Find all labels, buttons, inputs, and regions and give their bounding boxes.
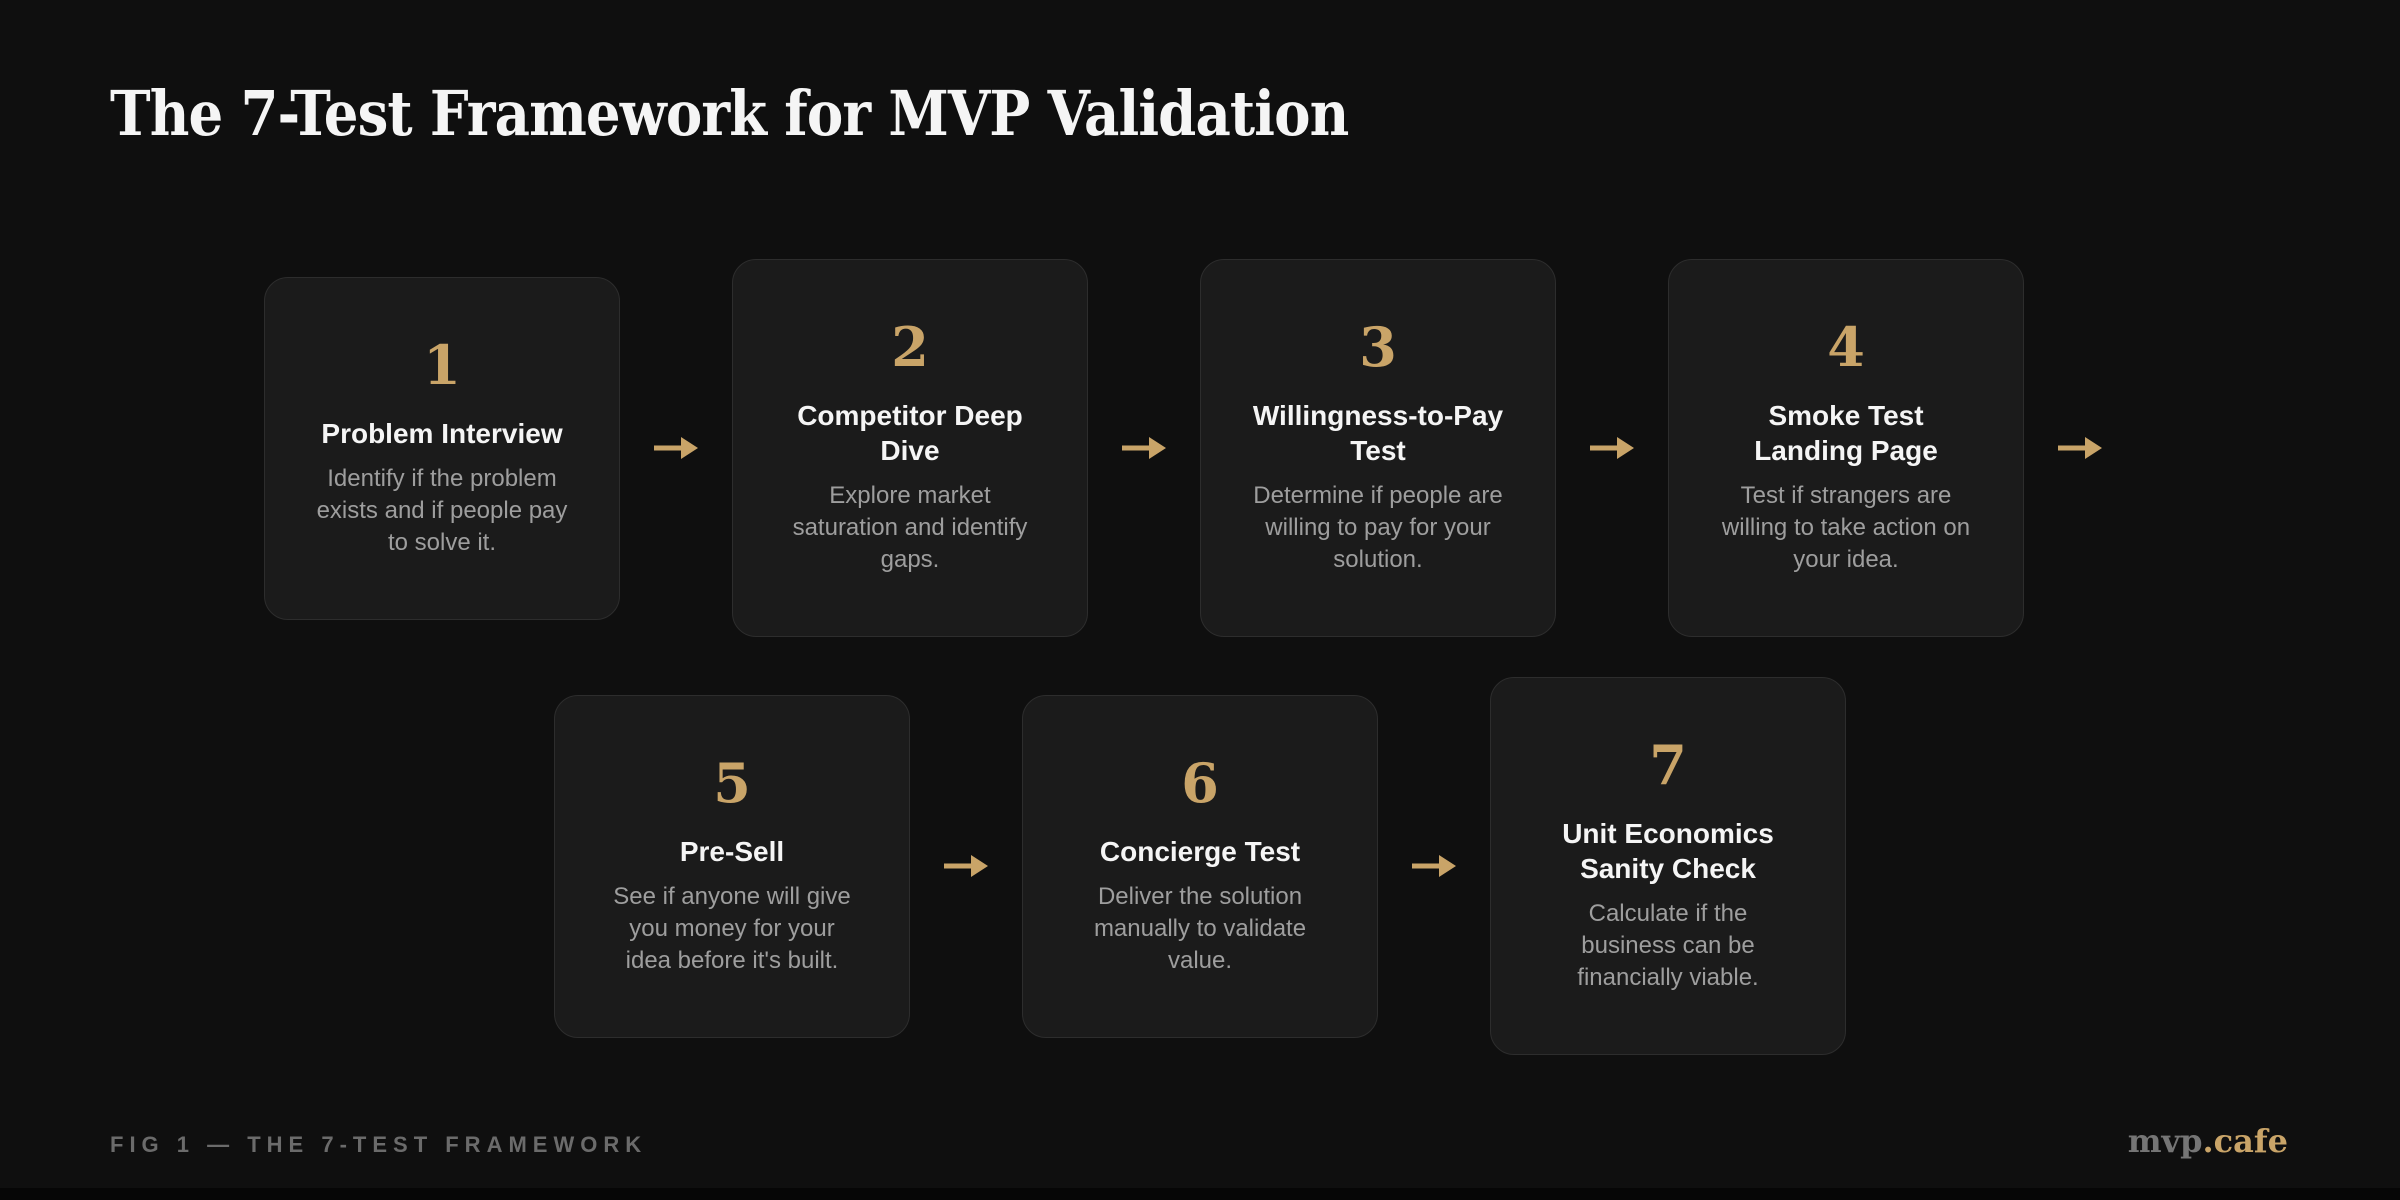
step-card-2: 2 Competitor Deep Dive Explore market sa…: [732, 259, 1088, 637]
bottom-edge: [0, 1188, 2400, 1200]
step-card-4: 4 Smoke Test Landing Page Test if strang…: [1668, 259, 2024, 637]
step-card-6: 6 Concierge Test Deliver the solution ma…: [1022, 694, 1378, 1038]
flow-row-1: 1 Problem Interview Identify if the prob…: [0, 259, 2400, 637]
step-description: Identify if the problem exists and if pe…: [316, 464, 568, 556]
brand-logo: mvp.cafe: [2128, 1122, 2288, 1160]
step-description: Deliver the solution manually to validat…: [1093, 882, 1307, 974]
flow-arrow: [910, 851, 1022, 881]
flow-diagram: 1 Problem Interview Identify if the prob…: [0, 259, 2400, 1055]
step-number: 5: [713, 750, 751, 815]
flow-arrow: [1378, 851, 1490, 881]
step-card-3: 3 Willingness-to-Pay Test Determine if p…: [1200, 259, 1556, 637]
arrow-right-icon: [944, 855, 988, 877]
step-title: Concierge Test: [1099, 835, 1301, 867]
step-number: 6: [1181, 750, 1219, 815]
step-number: 7: [1649, 733, 1687, 797]
arrow-right-icon: [654, 437, 698, 459]
footer: FIG 1 — THE 7-TEST FRAMEWORK mvp.cafe: [110, 1122, 2288, 1160]
brand-suffix: .cafe: [2202, 1122, 2288, 1160]
step-card-1: 1 Problem Interview Identify if the prob…: [264, 276, 620, 620]
figure-caption: FIG 1 — THE 7-TEST FRAMEWORK: [110, 1132, 648, 1157]
flow-arrow: [1556, 433, 1668, 463]
step-title: Pre-Sell: [679, 835, 785, 867]
step-title: Problem Interview: [321, 417, 563, 449]
step-title: Smoke Test Landing Page: [1754, 400, 1938, 466]
page-title: The 7-Test Framework for MVP Validation: [110, 77, 1349, 150]
flow-row-2: 5 Pre-Sell See if anyone will give you m…: [0, 677, 2400, 1055]
step-number: 4: [1827, 315, 1865, 379]
step-card-7: 7 Unit Economics Sanity Check Calculate …: [1490, 677, 1846, 1055]
step-title: Unit Economics Sanity Check: [1562, 818, 1774, 884]
flow-arrow: [620, 433, 732, 463]
arrow-right-icon: [1122, 437, 1166, 459]
step-description: Explore market saturation and identify g…: [792, 482, 1028, 573]
step-title: Competitor Deep Dive: [797, 400, 1023, 466]
flow-arrow: [2024, 433, 2136, 463]
step-number: 3: [1359, 315, 1397, 379]
flow-arrow: [1088, 433, 1200, 463]
arrow-right-icon: [2058, 437, 2102, 459]
step-description: Calculate if the business can be financi…: [1577, 900, 1759, 991]
arrow-right-icon: [1590, 437, 1634, 459]
arrow-right-icon: [1412, 855, 1456, 877]
step-number: 1: [423, 332, 461, 397]
step-number: 2: [891, 315, 929, 379]
brand-prefix: mvp: [2127, 1122, 2203, 1160]
step-description: Test if strangers are willing to take ac…: [1721, 482, 1971, 573]
step-description: Determine if people are willing to pay f…: [1253, 482, 1503, 573]
step-card-5: 5 Pre-Sell See if anyone will give you m…: [554, 694, 910, 1038]
step-title: Willingness-to-Pay Test: [1252, 400, 1504, 466]
step-description: See if anyone will give you money for yo…: [613, 882, 851, 974]
